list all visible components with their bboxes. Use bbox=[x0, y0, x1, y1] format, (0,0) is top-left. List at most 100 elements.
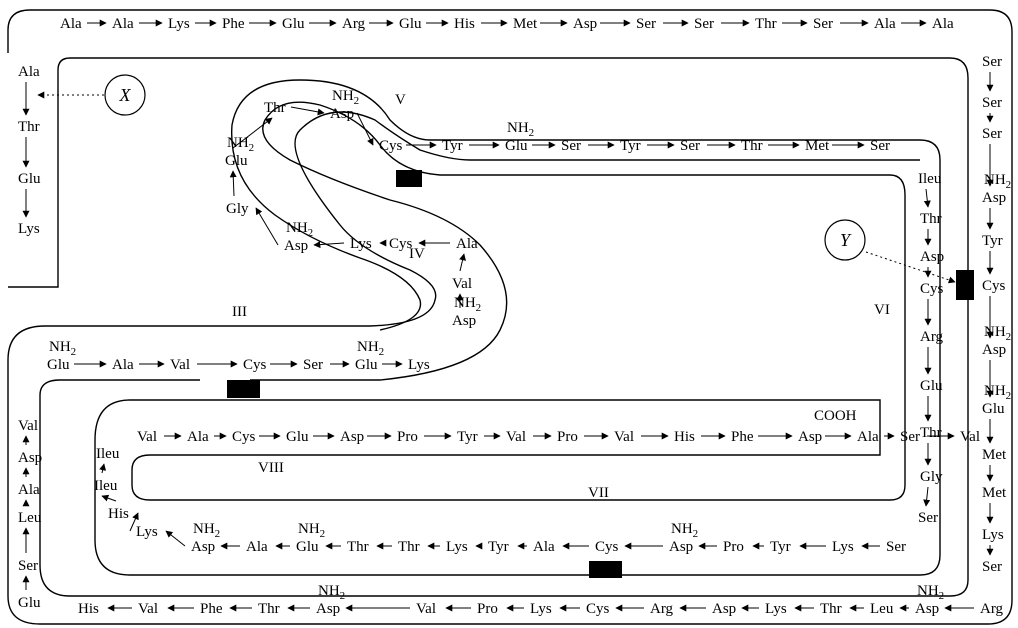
region-label-iv: IV bbox=[409, 246, 425, 262]
marker-x: X bbox=[37, 74, 146, 116]
residue-6: Glu bbox=[399, 16, 422, 32]
residue-48: Asp bbox=[18, 450, 42, 466]
outer-boundary-path bbox=[7, 9, 1013, 625]
nh2-label-55: NH2 bbox=[357, 339, 384, 358]
residue-96: Glu bbox=[296, 539, 319, 555]
nh2-label-50: NH2 bbox=[49, 339, 76, 358]
residue-56: Lys bbox=[408, 357, 430, 373]
residue-9: Asp bbox=[573, 16, 597, 32]
residue-8: Met bbox=[513, 16, 538, 32]
peptide-bond-arrow bbox=[255, 207, 279, 246]
nh2-label-69: NH2 bbox=[507, 120, 534, 139]
marker-y-label: Y bbox=[840, 230, 852, 250]
peptide-bond-arrow bbox=[313, 241, 345, 249]
region-label-viii: VIII bbox=[258, 460, 284, 476]
residue-102: Ileu bbox=[96, 446, 120, 462]
residue-77: Thr bbox=[920, 211, 942, 227]
peptide-bond-arrow bbox=[229, 170, 237, 197]
residue-95: Thr bbox=[347, 539, 369, 555]
residue-99: Lys bbox=[136, 524, 158, 540]
peptide-bond-arrow bbox=[459, 253, 466, 272]
residue-83: Gly bbox=[920, 469, 943, 485]
residue-97: Ala bbox=[246, 539, 268, 555]
nh2-label-39: NH2 bbox=[318, 583, 345, 602]
peptide-bond-arrow bbox=[356, 112, 374, 146]
residue-100: His bbox=[108, 506, 129, 522]
residue-3: Phe bbox=[222, 16, 245, 32]
nh2-label-96: NH2 bbox=[298, 521, 325, 540]
residue-34: Arg bbox=[650, 601, 674, 617]
residue-30: Leu bbox=[870, 601, 894, 617]
residue-13: Ser bbox=[813, 16, 833, 32]
residue-74: Met bbox=[805, 138, 830, 154]
residue-32: Lys bbox=[765, 601, 787, 617]
marker-x-label: X bbox=[119, 85, 132, 105]
nh2-label-62: NH2 bbox=[286, 220, 313, 239]
residue-58: Val bbox=[452, 276, 472, 292]
residue-10: Ser bbox=[636, 16, 656, 32]
residue-25: Met bbox=[982, 485, 1007, 501]
residue-71: Tyr bbox=[620, 138, 641, 154]
residue-52: Val bbox=[170, 357, 190, 373]
residue-14: Ala bbox=[874, 16, 896, 32]
residue-41: Phe bbox=[200, 601, 223, 617]
residue-65: Thr bbox=[264, 100, 286, 116]
residue-122: Lys bbox=[18, 221, 40, 237]
peptide-bond-arrow bbox=[101, 494, 117, 502]
residue-7: His bbox=[454, 16, 475, 32]
nh2-label-23: NH2 bbox=[984, 383, 1011, 402]
residue-118: Val bbox=[960, 429, 980, 445]
marker-x-circle bbox=[104, 74, 146, 116]
residue-69: Glu bbox=[505, 138, 528, 154]
black-blocks bbox=[227, 170, 974, 578]
residue-44: Glu bbox=[18, 595, 41, 611]
residue-61: Lys bbox=[350, 236, 372, 252]
sequence-arrows-layer bbox=[22, 19, 994, 612]
residue-20: Tyr bbox=[982, 233, 1003, 249]
residue-36: Lys bbox=[530, 601, 552, 617]
peptide-bond-arrow bbox=[129, 512, 139, 532]
peptide-bond-arrow bbox=[923, 486, 931, 507]
peptide-bond-arrow bbox=[923, 188, 931, 208]
residue-119: Ala bbox=[18, 64, 40, 80]
residue-26: Lys bbox=[982, 527, 1004, 543]
residue-85: Ser bbox=[886, 539, 906, 555]
residue-51: Ala bbox=[112, 357, 134, 373]
residue-2: Lys bbox=[168, 16, 190, 32]
block-upper bbox=[396, 170, 422, 187]
nh2-label-89: NH2 bbox=[671, 521, 698, 540]
block-bottom bbox=[589, 561, 622, 578]
residue-1: Ala bbox=[112, 16, 134, 32]
residue-55: Glu bbox=[355, 357, 378, 373]
residue-109: Tyr bbox=[457, 429, 478, 445]
peptide-bond-arrow bbox=[99, 463, 107, 474]
residue-19: Asp bbox=[982, 190, 1006, 206]
residue-70: Ser bbox=[561, 138, 581, 154]
residue-110: Val bbox=[506, 429, 526, 445]
residue-89: Asp bbox=[669, 539, 693, 555]
residue-117: Ser bbox=[900, 429, 920, 445]
residue-104: Ala bbox=[187, 429, 209, 445]
residue-84: Ser bbox=[918, 510, 938, 526]
residue-24: Met bbox=[982, 447, 1007, 463]
residue-82: Thr bbox=[920, 425, 942, 441]
residue-105: Cys bbox=[232, 429, 256, 445]
outline-lines bbox=[7, 9, 1013, 625]
residue-98: Asp bbox=[191, 539, 215, 555]
nh2-label-19: NH2 bbox=[984, 172, 1011, 191]
residue-0: Ala bbox=[60, 16, 82, 32]
residue-116: Ala bbox=[857, 429, 879, 445]
residue-31: Thr bbox=[820, 601, 842, 617]
residue-43: His bbox=[78, 601, 99, 617]
nh2-label-22: NH2 bbox=[984, 324, 1011, 343]
residue-62: Asp bbox=[284, 238, 308, 254]
residue-60: Cys bbox=[389, 236, 413, 252]
residue-17: Ser bbox=[982, 95, 1002, 111]
region-label-v: V bbox=[395, 92, 406, 108]
peptide-bond-arrow bbox=[232, 117, 273, 149]
residue-101: Ileu bbox=[94, 478, 118, 494]
residue-64: Glu bbox=[225, 153, 248, 169]
residue-106: Glu bbox=[286, 429, 309, 445]
residue-88: Pro bbox=[723, 539, 744, 555]
